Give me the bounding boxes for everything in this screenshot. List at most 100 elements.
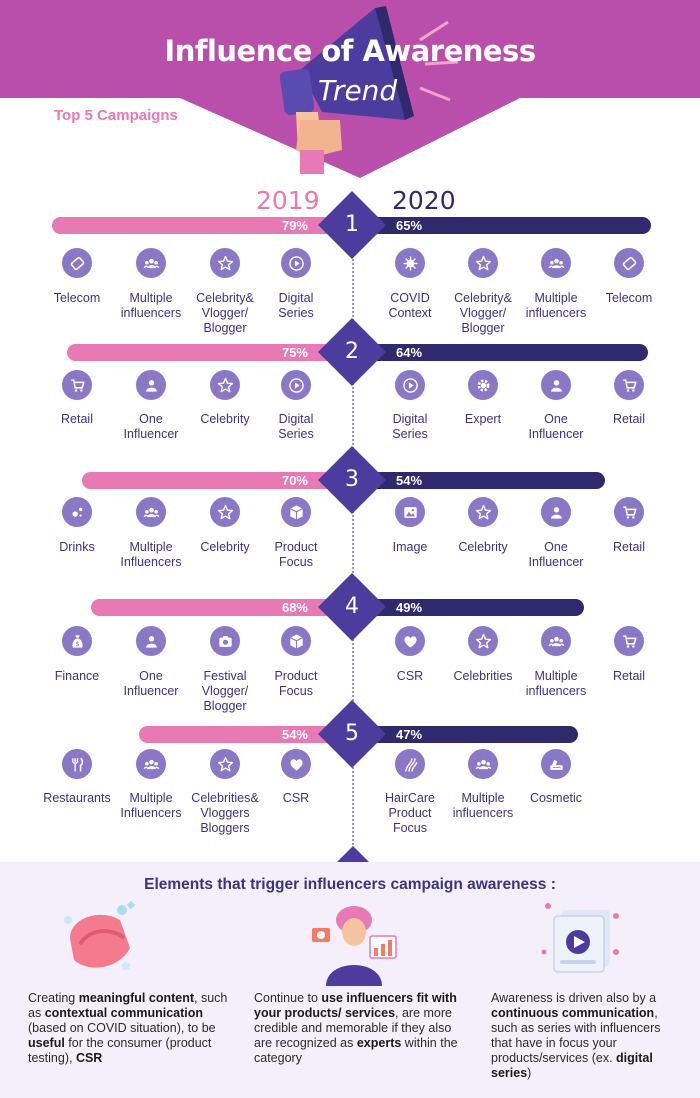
campaign-label: Celebrities& Vloggers Bloggers <box>191 791 259 835</box>
bar-2020-rank-3: 54% <box>352 472 605 489</box>
element-text-3: Awareness is driven also by a continuous… <box>491 991 683 1081</box>
pct-2019: 79% <box>281 218 308 233</box>
bar-2020-rank-5: 47% <box>352 726 578 743</box>
cart-icon <box>62 370 92 400</box>
money-bag-icon: $ <box>62 626 92 656</box>
influencer-icon <box>312 906 397 986</box>
pct-2020: 65% <box>396 218 423 233</box>
bar-2019-rank-1: 79% <box>52 217 352 234</box>
elements-title: Elements that trigger influencers campai… <box>144 876 556 893</box>
person-icon <box>541 497 571 527</box>
campaign-label: Drinks <box>59 540 95 554</box>
campaign-label: Multiple influencers <box>120 291 182 320</box>
pct-2020: 47% <box>396 727 423 742</box>
pct-2020: 49% <box>396 600 423 615</box>
campaign-label: Festival Vlogger/ Blogger <box>201 669 249 713</box>
page-subtitle: Trend <box>318 74 398 107</box>
campaign-label: Celebrity <box>200 540 250 554</box>
year-2019-label: 2019 <box>256 186 320 215</box>
pct-2019: 54% <box>281 727 308 742</box>
campaign-label: CSR <box>282 791 310 805</box>
tag-icon <box>62 248 92 278</box>
campaign-label: Cosmetic <box>529 791 583 805</box>
heart-icon <box>395 626 425 656</box>
play-icon <box>395 370 425 400</box>
pct-2019: 70% <box>281 473 308 488</box>
campaign-label: One Influencer <box>528 540 584 569</box>
text-bold: contextual communication <box>44 1006 204 1020</box>
svg-text:$: $ <box>75 641 79 648</box>
text-part: Awareness is driven also by a <box>491 991 657 1005</box>
text-part: Continue to <box>254 991 322 1005</box>
text-part: for the consumer (product testing), <box>28 1036 212 1065</box>
star-icon <box>468 497 498 527</box>
play-icon <box>281 248 311 278</box>
campaign-label: Multiple influencers <box>452 791 514 820</box>
box-icon <box>281 626 311 656</box>
person-icon <box>136 626 166 656</box>
header-banner <box>0 0 700 178</box>
campaign-label: One Influencer <box>123 412 179 441</box>
star-icon <box>210 370 240 400</box>
campaign-label: Multiple Influencers <box>120 791 182 820</box>
campaign-label: Celebrity <box>458 540 508 554</box>
header: Influence of Awareness Trend Top 5 Campa… <box>0 0 700 190</box>
rank-number: 4 <box>345 594 359 619</box>
pct-2019: 68% <box>281 600 308 615</box>
text-part: within the category <box>254 1036 458 1065</box>
hair-icon <box>395 749 425 779</box>
top-campaigns-label: Top 5 Campaigns <box>54 107 178 124</box>
bar-2020-rank-4: 49% <box>352 599 584 616</box>
play-icon <box>281 370 311 400</box>
cart-icon <box>614 497 644 527</box>
campaign-label: Retail <box>613 669 645 683</box>
campaign-label: Digital Series <box>278 291 314 320</box>
text-bold: CSR <box>75 1051 103 1065</box>
text-part: (based on COVID situation), to be <box>28 1021 216 1035</box>
campaign-label: Digital Series <box>278 412 314 441</box>
campaign-label: Finance <box>54 669 100 683</box>
bar-2020-rank-2: 64% <box>352 344 648 361</box>
campaign-label: HairCare Product Focus <box>384 791 435 835</box>
pct-2020: 54% <box>396 473 423 488</box>
cart-icon <box>614 626 644 656</box>
bar-2019-rank-5: 54% <box>139 726 352 743</box>
group-icon <box>136 749 166 779</box>
person-icon <box>136 370 166 400</box>
bar-2019-rank-2: 75% <box>67 344 352 361</box>
page-title: Influence of Awareness <box>164 34 536 68</box>
group-icon <box>136 497 166 527</box>
person-icon <box>541 370 571 400</box>
campaign-label: Telecom <box>53 291 101 305</box>
star-icon <box>210 749 240 779</box>
campaign-label: One Influencer <box>528 412 584 441</box>
group-icon <box>468 749 498 779</box>
campaign-label: Retail <box>613 540 645 554</box>
text-part: , such as <box>28 991 228 1020</box>
rank-number: 2 <box>345 339 359 364</box>
text-part: Creating <box>28 991 79 1005</box>
text-bold: continuous communication <box>491 1006 655 1020</box>
star-icon <box>468 248 498 278</box>
campaign-label: One Influencer <box>123 669 179 698</box>
cutlery-icon <box>62 749 92 779</box>
hand-wash-icon <box>64 900 136 970</box>
cart-icon <box>614 370 644 400</box>
campaign-label: Celebrities <box>453 669 513 683</box>
bubbles-icon <box>62 497 92 527</box>
campaign-label: Multiple influencers <box>525 291 587 320</box>
group-icon <box>136 248 166 278</box>
cosmetic-icon <box>541 749 571 779</box>
pct-2020: 64% <box>396 345 423 360</box>
megaphone-icon <box>279 6 459 174</box>
bar-2020-rank-1: 65% <box>352 217 651 234</box>
campaign-label: Celebrity& Vlogger/ Blogger <box>454 291 512 335</box>
campaign-label: Telecom <box>605 291 653 305</box>
text-part: ) <box>527 1066 532 1080</box>
rank-number: 5 <box>345 721 359 746</box>
campaign-label: Celebrity& Vlogger/ Blogger <box>196 291 254 335</box>
campaign-label: Retail <box>613 412 645 426</box>
campaign-label: Product Focus <box>274 669 318 698</box>
year-2020-label: 2020 <box>392 186 456 215</box>
campaign-label: Image <box>392 540 428 554</box>
